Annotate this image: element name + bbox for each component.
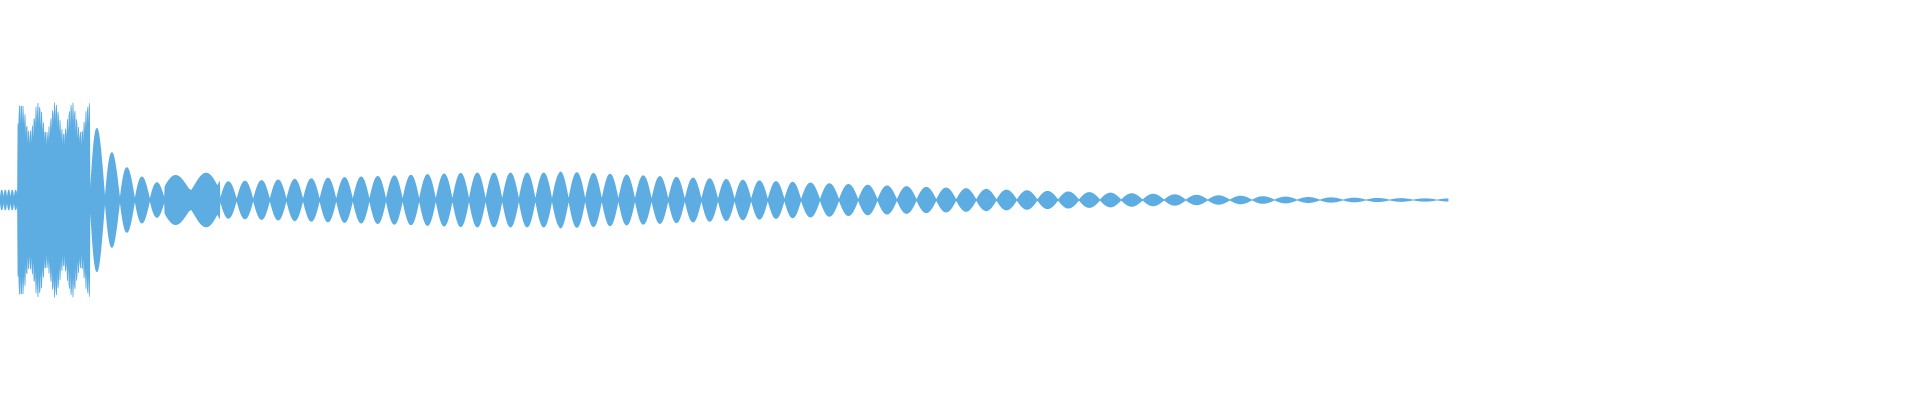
waveform-envelope bbox=[0, 102, 1449, 298]
